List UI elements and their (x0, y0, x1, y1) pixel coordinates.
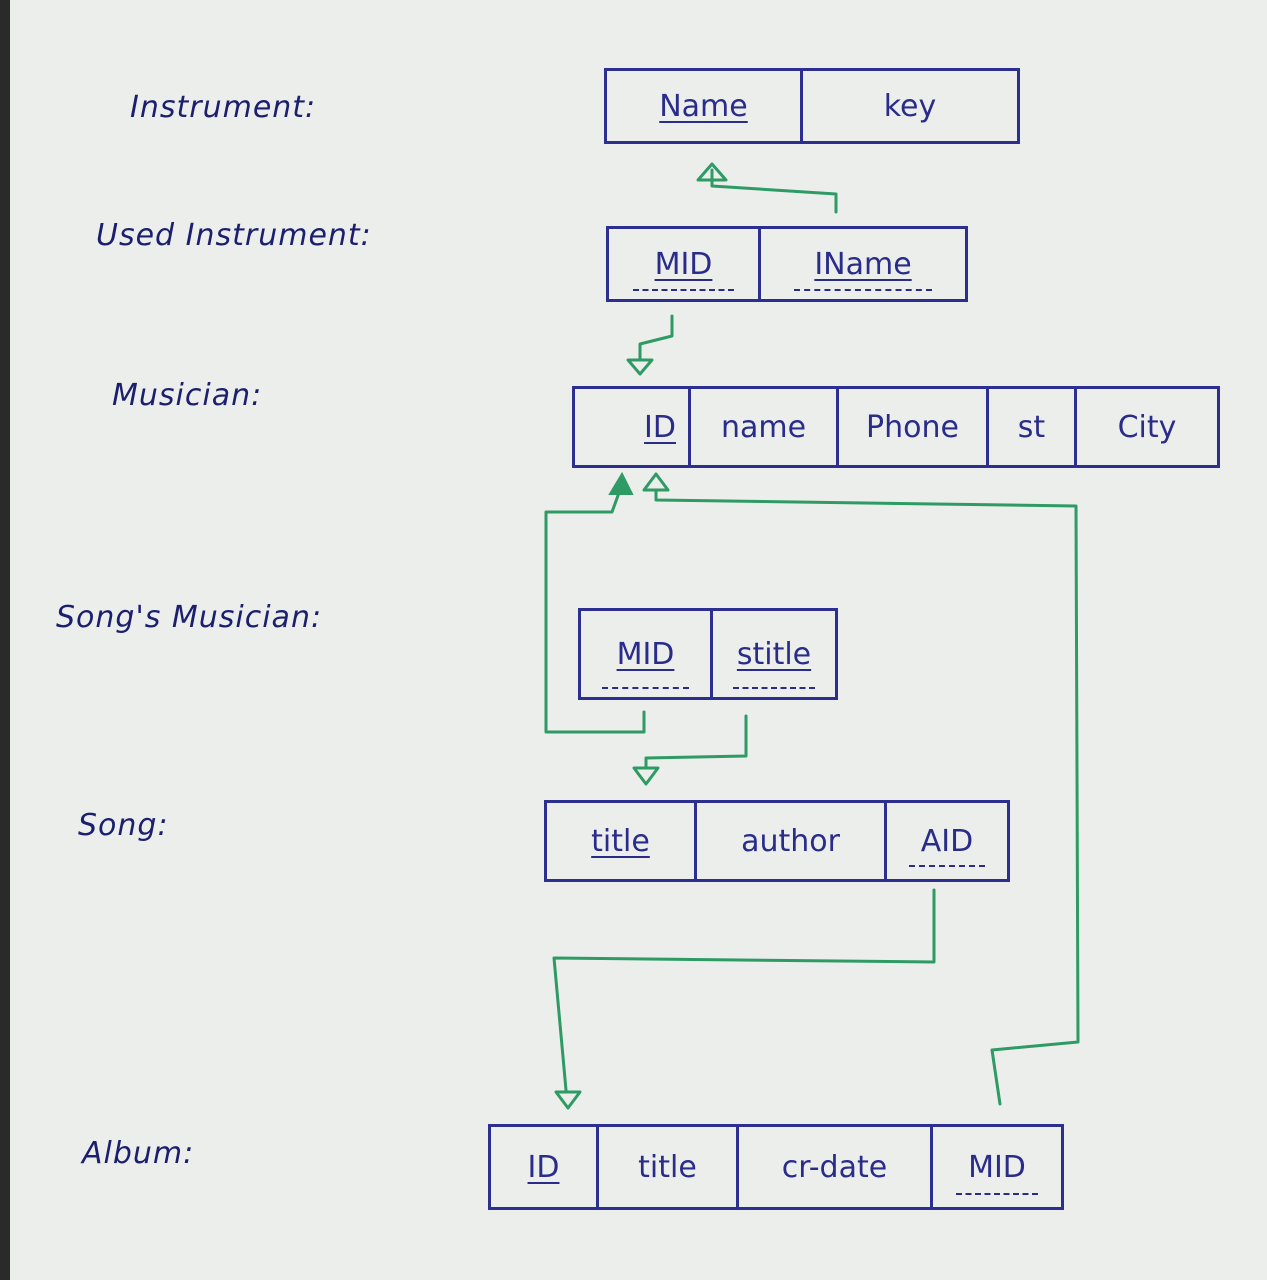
fk-arrow-album-mid-to-musician (642, 472, 1080, 1106)
used-instrument-iname-attr: IName (761, 229, 965, 299)
used-instrument-iname-text: IName (814, 246, 912, 282)
fk-arrow-stitle-to-song (632, 714, 748, 786)
album-crdate-attr: cr-date (739, 1127, 933, 1207)
used-instrument-label: Used Instrument: (96, 218, 372, 253)
songs-musician-stitle-attr: stitle (713, 611, 835, 697)
instrument-name-attr: Name (607, 71, 803, 141)
song-aid-attr: AID (887, 803, 1007, 879)
musician-id-attr: ID (575, 389, 691, 465)
instrument-key-attr: key (883, 88, 937, 124)
songs-musician-table: MID stitle (578, 608, 838, 700)
songs-musician-mid-text: MID (616, 636, 675, 672)
musician-city-attr: City (1117, 409, 1177, 445)
album-label: Album: (82, 1136, 195, 1171)
fk-arrow-iname-to-instrument (696, 162, 838, 214)
album-id-attr: ID (491, 1127, 599, 1207)
used-instrument-mid-text: MID (654, 246, 713, 282)
song-table: title author AID (544, 800, 1010, 882)
musician-phone-attr: Phone (839, 389, 989, 465)
fk-arrow-aid-to-album (552, 888, 936, 1110)
paper-edge (0, 0, 10, 1280)
album-mid-attr: MID (933, 1127, 1061, 1207)
song-label: Song: (78, 808, 169, 843)
used-instrument-mid-attr: MID (609, 229, 761, 299)
musician-label: Musician: (112, 378, 263, 413)
songs-musician-label: Song's Musician: (56, 600, 323, 635)
used-instrument-table: MID IName (606, 226, 968, 302)
album-title-attr: title (599, 1127, 739, 1207)
musician-name-attr: name (691, 389, 839, 465)
song-author-attr: author (697, 803, 887, 879)
songs-musician-stitle-text: stitle (736, 636, 812, 672)
album-table: ID title cr-date MID (488, 1124, 1064, 1210)
musician-table: ID name Phone st City (572, 386, 1220, 468)
fk-arrow-mid-to-musician (626, 314, 674, 376)
instrument-table: Name key (604, 68, 1020, 144)
song-title-attr: title (547, 803, 697, 879)
musician-st-attr: st (989, 389, 1077, 465)
songs-musician-mid-attr: MID (581, 611, 713, 697)
instrument-label: Instrument: (130, 90, 317, 125)
